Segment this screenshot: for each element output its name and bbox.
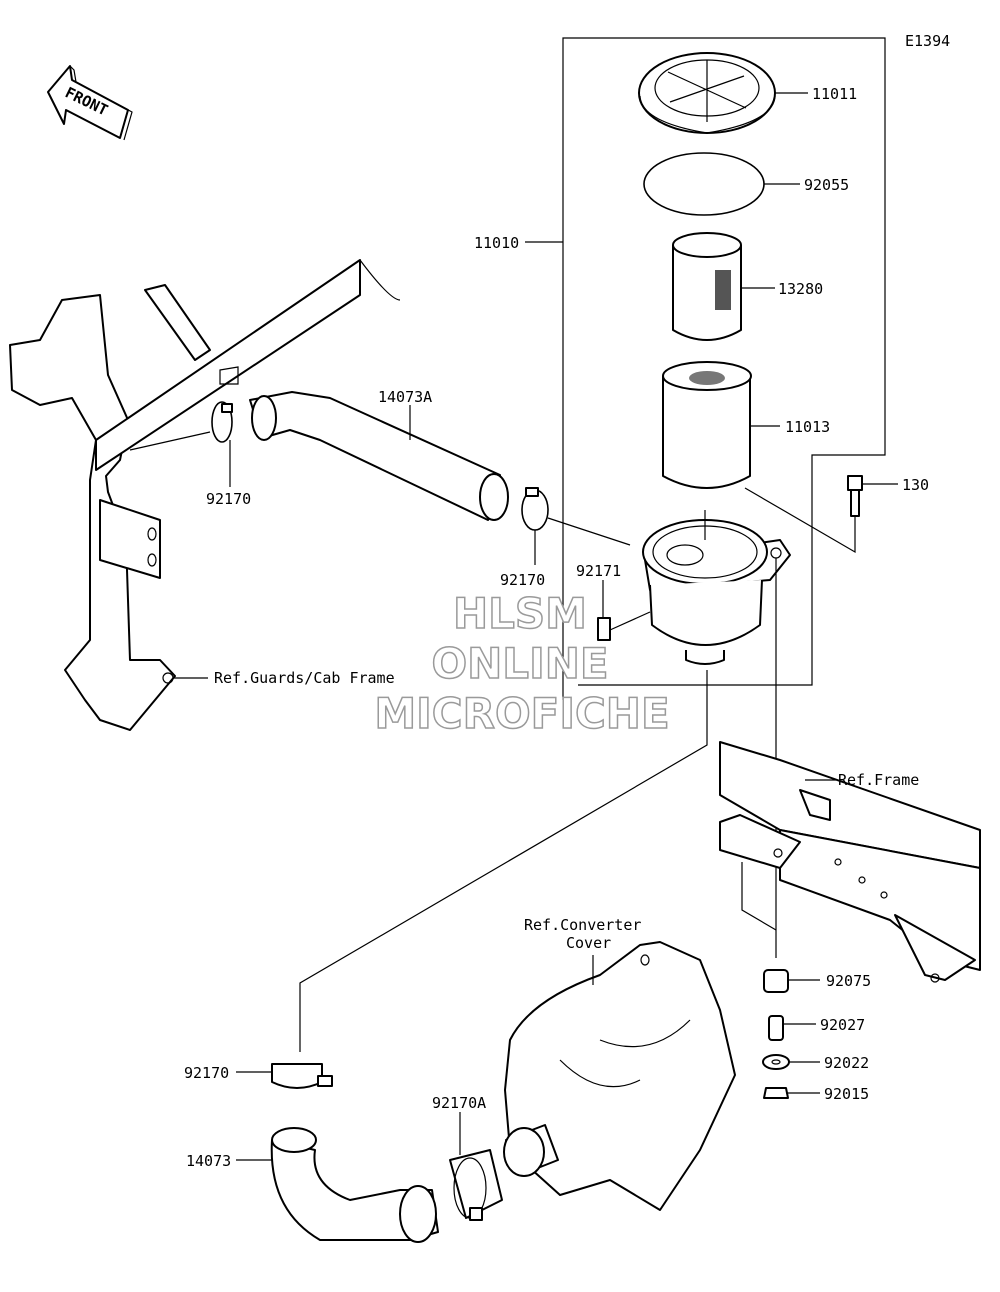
diagram-code: E1394 — [905, 32, 950, 50]
filter-element — [662, 361, 752, 489]
part-label-14073a: 14073A — [378, 388, 432, 406]
part-label-13280: 13280 — [778, 280, 823, 298]
washer — [762, 1054, 790, 1070]
ref-converter-label-2: Cover — [566, 934, 611, 952]
main-frame — [719, 741, 981, 983]
air-cleaner-case — [642, 519, 791, 665]
part-label-92027: 92027 — [820, 1016, 865, 1034]
grommet — [763, 969, 789, 993]
collar — [768, 1015, 784, 1041]
part-label-11010: 11010 — [474, 234, 519, 252]
converter-cover — [503, 941, 736, 1211]
intake-duct-lower — [270, 1127, 439, 1243]
ref-converter-label-1: Ref.Converter — [524, 916, 641, 934]
hose-clamp-lower-left — [271, 1063, 333, 1089]
part-label-92022: 92022 — [824, 1054, 869, 1072]
assembly-bracket — [525, 37, 886, 700]
watermark-line-2: ONLINE — [431, 639, 608, 688]
watermark-line-1: HLSM — [453, 589, 587, 638]
ref-guards-label: Ref.Guards/Cab Frame — [214, 669, 395, 687]
ref-frame-label: Ref.Frame — [838, 771, 919, 789]
part-label-92170-lower: 92170 — [184, 1064, 229, 1082]
part-label-14073: 14073 — [186, 1152, 231, 1170]
part-label-130: 130 — [902, 476, 929, 494]
part-label-11011: 11011 — [812, 85, 857, 103]
hose-clamp-upper-right — [521, 487, 549, 531]
front-arrow-icon: FRONT — [47, 65, 133, 141]
intake-duct-upper — [249, 391, 509, 521]
hose-clamp-lower-right — [449, 1149, 503, 1221]
part-label-11013: 11013 — [785, 418, 830, 436]
part-label-92170-upper-left: 92170 — [206, 490, 251, 508]
part-label-92015: 92015 — [824, 1085, 869, 1103]
filter-cover — [638, 52, 776, 134]
part-label-92171: 92171 — [576, 562, 621, 580]
hose-clamp-upper-left — [211, 401, 233, 443]
part-label-92170a: 92170A — [432, 1094, 486, 1112]
seal-ring — [643, 152, 765, 216]
pre-filter — [672, 232, 742, 341]
bolt — [847, 475, 863, 517]
nut — [763, 1087, 789, 1099]
part-label-92170-upper-right: 92170 — [500, 571, 545, 589]
guard-cab-frame — [9, 259, 401, 731]
watermark-line-3: MICROFICHE — [374, 689, 669, 738]
part-label-92075: 92075 — [826, 972, 871, 990]
part-label-92055: 92055 — [804, 176, 849, 194]
clip — [597, 617, 611, 641]
